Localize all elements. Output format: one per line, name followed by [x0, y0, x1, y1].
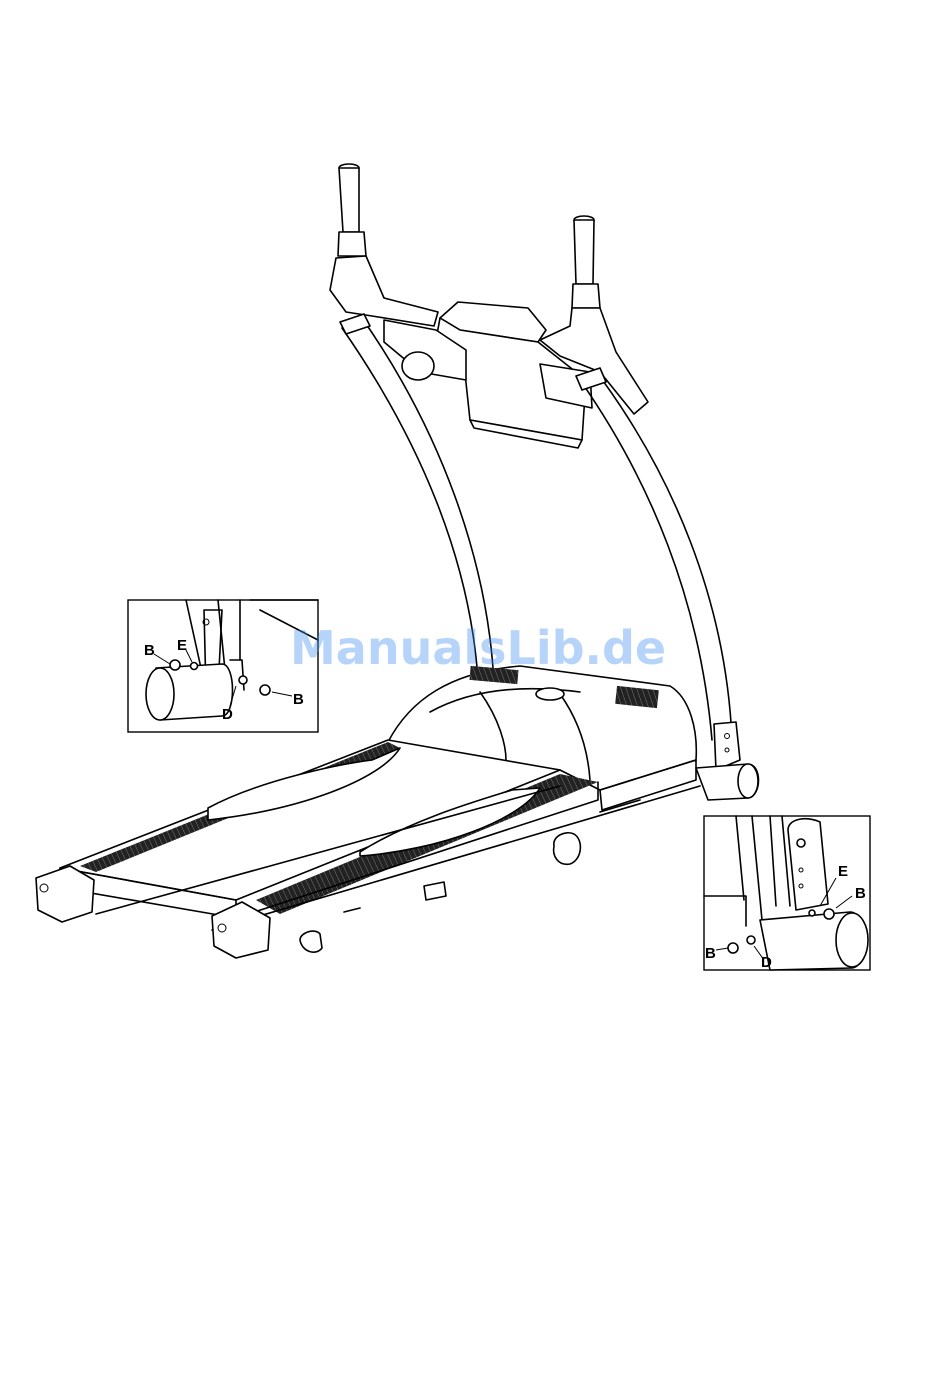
left-inset-label-e: E — [177, 637, 187, 654]
watermark-text: ManualsLib.de — [290, 621, 666, 675]
left-handlebar-arm — [330, 256, 438, 326]
right-inset-label-d: D — [761, 954, 772, 971]
left-inset-label-d: D — [222, 706, 233, 723]
right-inset-label-e: E — [838, 863, 848, 880]
right-handle-grip — [572, 216, 600, 308]
right-inset-label-b-left: B — [705, 945, 716, 962]
console — [384, 302, 592, 448]
left-inset-label-b-top: B — [144, 642, 155, 659]
right-inset-label-b-right: B — [855, 885, 866, 902]
treadmill-illustration — [36, 164, 759, 958]
left-handle-grip — [338, 164, 366, 256]
right-upright-bracket — [714, 722, 740, 770]
right-detail-inset: E B B D — [704, 816, 870, 971]
left-inset-label-b-right: B — [293, 691, 304, 708]
